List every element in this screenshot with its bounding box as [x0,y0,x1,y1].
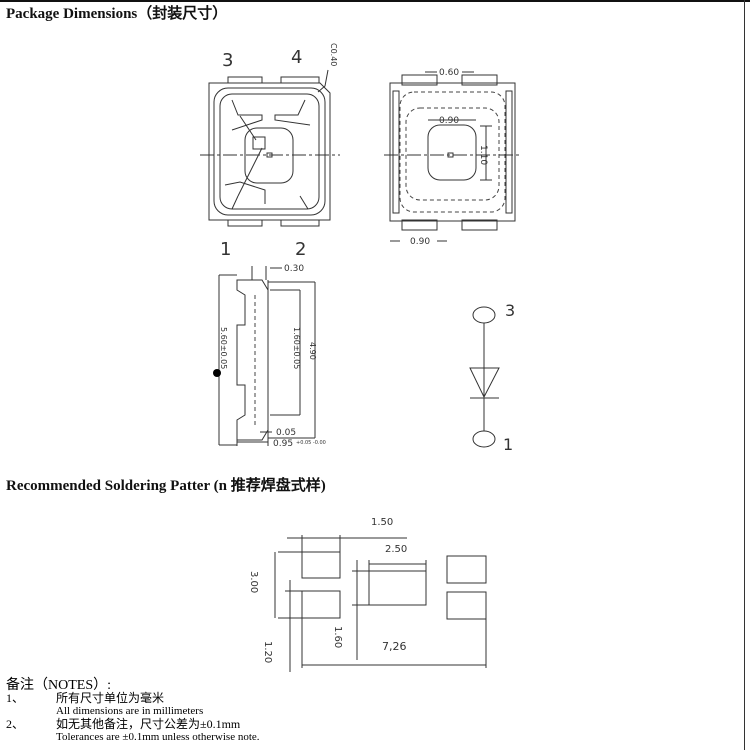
top-offset-label: 0.30 [284,264,304,274]
notes-section: 备注（NOTES）: 1、 所有尺寸单位为毫米 All dimensions a… [6,679,260,744]
soldering-pattern-heading: Recommended Soldering Patter (n 推荐焊盘式样) [6,478,326,494]
diode-symbol: 3 1 [469,301,515,454]
height-dim: 3.00 [248,571,259,593]
note-number: 1、 [6,691,25,705]
note-item: 2、 如无其他备注，尺寸公差为±0.1mm [6,718,260,731]
page-border-top [0,0,750,2]
pad-gap-label: 0.60 [439,68,459,78]
center-width-dim: 2.50 [385,544,407,555]
length-label: 5.60±0.05 [219,327,228,369]
page-border-right [744,0,745,750]
pin-label-2: 2 [295,239,306,260]
pad-right-bottom [446,591,487,620]
pad-left-top [301,551,341,579]
cathode-pin-label: 1 [503,435,513,454]
pad-left-bottom [301,590,341,619]
lens-height-label: 1.10 [478,145,488,165]
note-text-zh: 所有尺寸单位为毫米 [56,691,165,705]
total-width-dim: 7,26 [382,640,407,653]
pad-center [368,570,427,606]
note-text-en: Tolerances are ±0.1mm unless otherwise n… [56,731,260,743]
pin-label-1: 1 [220,239,231,260]
soldering-pattern-drawing: 1.50 2.50 3.00 1.20 1.60 7,26 [248,517,487,672]
pad-right-top [446,555,487,584]
pad-width-label: 0.90 [410,237,430,247]
chamfer-label: C0.40 [329,43,338,66]
pad-width-dim: 1.50 [371,517,393,528]
center-height-dim: 1.60 [332,626,343,648]
notes-title: 备注（NOTES）: [6,678,111,693]
body-length-label: 4.90 [308,342,317,360]
thickness-label: 0.95 [273,439,293,449]
thickness-tolerance-label: +0.05 -0.00 [296,440,326,446]
lens-width-label: 0.90 [439,116,459,126]
pin-label-3: 3 [222,50,233,71]
marker-dot [213,369,221,377]
note-text-en: All dimensions are in millimeters [56,705,204,717]
anode-pin-label: 3 [505,301,515,320]
side-view-drawing: 0.30 5.60±0.05 1.60±0.05 4.90 0.05 0.95 … [213,264,326,449]
package-dimensions-heading: Package Dimensions（封装尺寸） [6,6,228,22]
note-text-zh: 如无其他备注，尺寸公差为±0.1mm [56,717,241,731]
note-item: 1、 所有尺寸单位为毫米 [6,692,260,705]
pad-height-dim: 1.20 [262,641,273,663]
bottom-view-drawing: 0.60 0.90 1.10 0.90 [384,68,520,247]
pin-label-4: 4 [291,47,302,68]
note-number: 2、 [6,717,25,731]
top-view-drawing: 3 4 1 2 C0.40 [200,43,340,260]
inner-length-label: 1.60±0.05 [292,327,301,369]
gap-label: 0.05 [276,428,296,438]
